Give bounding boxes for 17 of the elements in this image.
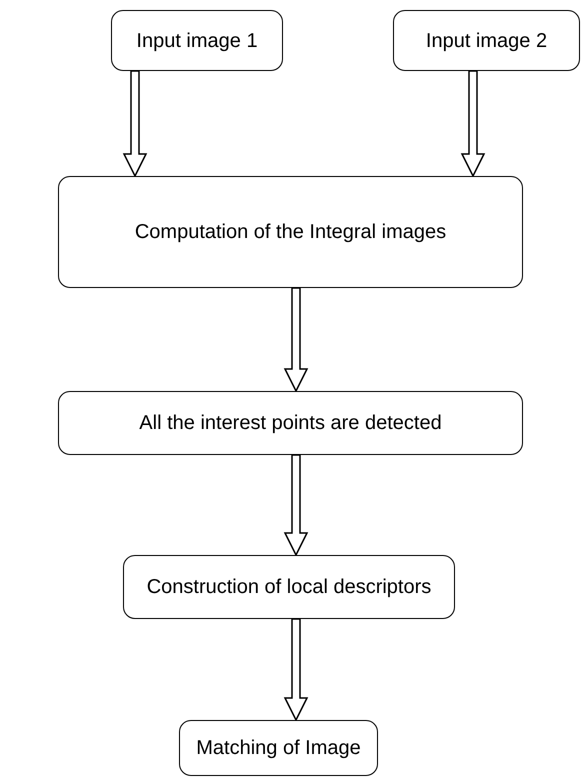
process-box xyxy=(179,720,378,776)
process-box xyxy=(393,10,580,71)
hollow-arrow xyxy=(460,70,486,178)
process-box xyxy=(58,176,523,288)
hollow-arrow xyxy=(122,70,148,178)
process-box xyxy=(123,555,455,619)
box-label: Input image 2 xyxy=(426,28,548,54)
hollow-arrow xyxy=(284,618,308,722)
box-label: All the interest points are detected xyxy=(139,411,442,436)
process-box xyxy=(111,10,283,71)
box-label: Input image 1 xyxy=(136,28,258,54)
process-box xyxy=(58,391,523,455)
hollow-arrow xyxy=(284,454,308,557)
box-label: Construction of local descriptors xyxy=(146,575,432,600)
box-label: Computation of the Integral images xyxy=(134,220,446,245)
box-label: Matching of Image xyxy=(196,736,361,761)
hollow-arrow xyxy=(284,287,308,393)
